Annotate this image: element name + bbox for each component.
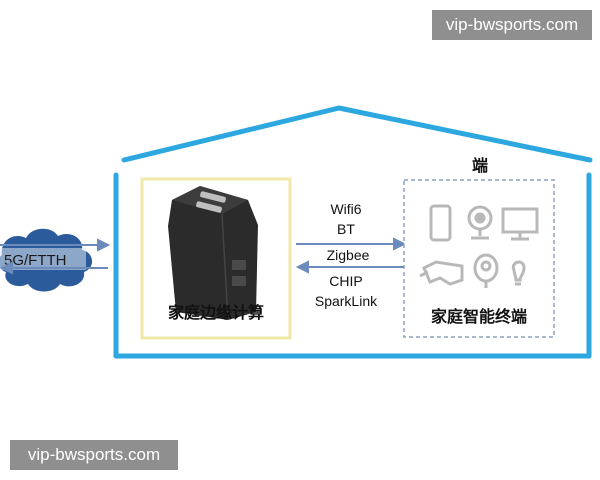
cloud-label-bg [0, 248, 86, 270]
watermark-bottom: vip-bwsports.com [10, 440, 178, 470]
protocol-arrows [295, 237, 407, 274]
edge-device-label: 家庭边缘计算 [168, 303, 264, 322]
protocol-label-wifi6: Wifi6 [330, 201, 361, 217]
watermark-top: vip-bwsports.com [432, 10, 592, 40]
protocol-label-sparklink: SparkLink [315, 293, 378, 309]
house-outline [113, 105, 593, 359]
protocol-label-bt: BT [337, 221, 355, 237]
light-bulb-icon [511, 260, 526, 286]
cloud-label: 5G/FTTH [4, 252, 67, 269]
protocol-label-chip: CHIP [329, 273, 362, 289]
protocol-label-zigbee: Zigbee [327, 247, 370, 263]
terminal-box-label: 家庭智能终端 [431, 307, 527, 326]
camera-icon [467, 205, 493, 240]
phone-icon [429, 204, 452, 242]
vr-glasses-icon [419, 260, 464, 286]
monitor-icon [501, 207, 539, 241]
edge-device-icon [168, 186, 258, 321]
robot-vacuum-icon [473, 253, 499, 288]
terminal-section-title: 端 [472, 156, 488, 175]
house-roof [121, 105, 593, 163]
cloud-arrows [0, 238, 111, 275]
